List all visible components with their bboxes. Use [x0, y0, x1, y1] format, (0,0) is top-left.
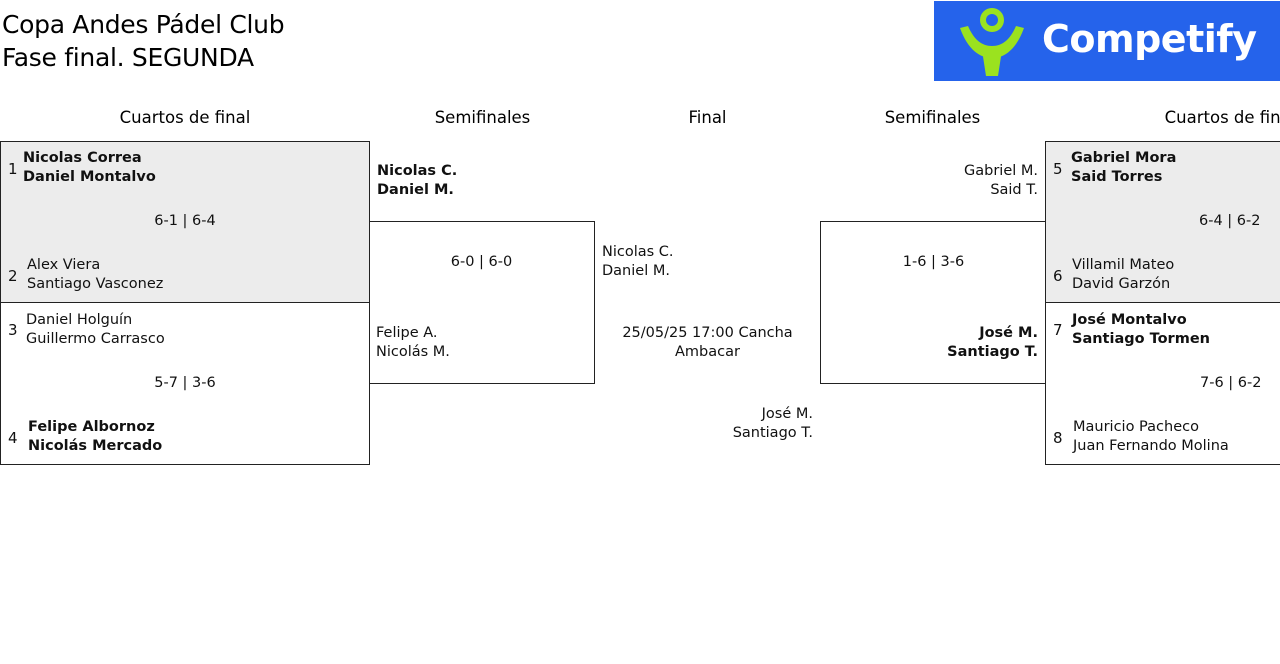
match-sf-left[interactable]: 6-0 | 6-0 Felipe A. Nicolás M.: [369, 221, 595, 384]
match-qf-right-bottom[interactable]: 7 José Montalvo Santiago Tormen 7-6 | 6-…: [1045, 302, 1280, 465]
seed-number: 4: [8, 429, 18, 447]
seed-number: 7: [1053, 321, 1063, 339]
header-sf-left: Semifinales: [434, 108, 531, 127]
seed-number: 1: [8, 160, 18, 178]
player-name: Nicolás M.: [376, 344, 450, 360]
player-name: Santiago Vasconez: [27, 276, 164, 292]
match-qf-left-bottom[interactable]: 3 Daniel Holguín Guillermo Carrasco 5-7 …: [0, 302, 370, 465]
player-name: Mauricio Pacheco: [1073, 419, 1199, 435]
person-icon: [960, 8, 1024, 76]
seed-number: 3: [8, 321, 18, 339]
seed-number: 6: [1053, 267, 1063, 285]
team-loser: Alex Viera Santiago Vasconez: [27, 256, 163, 294]
page-title: Copa Andes Pádel Club Fase final. SEGUND…: [2, 8, 285, 74]
player-name: Nicolas C.: [602, 244, 674, 260]
match-score: 6-4 | 6-2: [1199, 213, 1261, 229]
phase-name: Fase final. SEGUNDA: [2, 43, 254, 72]
player-name: Santiago Tormen: [1072, 331, 1210, 347]
player-name: Santiago T.: [732, 425, 813, 441]
player-name: Daniel M.: [602, 263, 670, 279]
final-venue: Ambacar: [675, 344, 740, 360]
sf-left-team2: Felipe A. Nicolás M.: [376, 324, 450, 362]
header-qf-left: Cuartos de final: [119, 108, 251, 127]
player-name: Felipe Albornoz: [28, 419, 155, 435]
tournament-name: Copa Andes Pádel Club: [2, 10, 285, 39]
seed-number: 2: [8, 267, 18, 285]
player-name: Nicolas Correa: [23, 150, 142, 166]
player-name: Juan Fernando Molina: [1073, 438, 1229, 454]
sf-right-team2: José M. Santiago T.: [821, 324, 1038, 362]
player-name: Nicolás Mercado: [28, 438, 163, 454]
sf-left-team1: Nicolas C. Daniel M.: [377, 162, 457, 200]
team-winner: Nicolas Correa Daniel Montalvo: [23, 149, 156, 187]
sf-right-team1: Gabriel M. Said T.: [820, 162, 1038, 200]
player-name: Guillermo Carrasco: [26, 331, 165, 347]
team-loser: Villamil Mateo David Garzón: [1072, 256, 1174, 294]
final-datetime: 25/05/25 17:00 Cancha: [622, 325, 793, 341]
match-score: 7-6 | 6-2: [1200, 375, 1262, 391]
player-name: Daniel M.: [377, 182, 454, 198]
match-qf-left-top[interactable]: 1 Nicolas Correa Daniel Montalvo 6-1 | 6…: [0, 141, 370, 303]
logo-text: Competify: [1042, 17, 1257, 61]
final-team2: José M. Santiago T.: [595, 405, 813, 443]
player-name: Gabriel M.: [964, 163, 1038, 179]
match-qf-right-top[interactable]: 5 Gabriel Mora Said Torres 6-4 | 6-2 6 V…: [1045, 141, 1280, 303]
header-qf-right: Cuartos de final: [1164, 108, 1280, 127]
player-name: Gabriel Mora: [1071, 150, 1177, 166]
player-name: Alex Viera: [27, 257, 101, 273]
player-name: José M.: [761, 406, 813, 422]
team-winner: Gabriel Mora Said Torres: [1071, 149, 1176, 187]
match-score: 5-7 | 3-6: [154, 375, 216, 391]
header-sf-right: Semifinales: [884, 108, 981, 127]
team-winner: José Montalvo Santiago Tormen: [1072, 311, 1210, 349]
seed-number: 5: [1053, 160, 1063, 178]
player-name: Said T.: [990, 182, 1038, 198]
final-match-info: 25/05/25 17:00 Cancha Ambacar: [595, 324, 820, 362]
player-name: José M.: [979, 325, 1038, 341]
team-winner: Felipe Albornoz Nicolás Mercado: [28, 418, 162, 456]
match-score: 1-6 | 3-6: [902, 254, 965, 270]
player-name: Felipe A.: [376, 325, 438, 341]
player-name: Daniel Holguín: [26, 312, 133, 328]
competify-logo[interactable]: Competify: [934, 1, 1280, 81]
player-name: David Garzón: [1072, 276, 1171, 292]
player-name: Santiago T.: [947, 344, 1038, 360]
player-name: Nicolas C.: [377, 163, 458, 179]
header-final: Final: [688, 108, 727, 127]
match-score: 6-0 | 6-0: [450, 254, 513, 270]
final-team1: Nicolas C. Daniel M.: [602, 243, 674, 281]
match-score: 6-1 | 6-4: [154, 213, 216, 229]
team-loser: Mauricio Pacheco Juan Fernando Molina: [1073, 418, 1229, 456]
match-sf-right[interactable]: 1-6 | 3-6 José M. Santiago T.: [820, 221, 1046, 384]
seed-number: 8: [1053, 429, 1063, 447]
player-name: Said Torres: [1071, 169, 1163, 185]
player-name: José Montalvo: [1072, 312, 1187, 328]
team-loser: Daniel Holguín Guillermo Carrasco: [26, 311, 165, 349]
player-name: Daniel Montalvo: [23, 169, 156, 185]
player-name: Villamil Mateo: [1072, 257, 1175, 273]
